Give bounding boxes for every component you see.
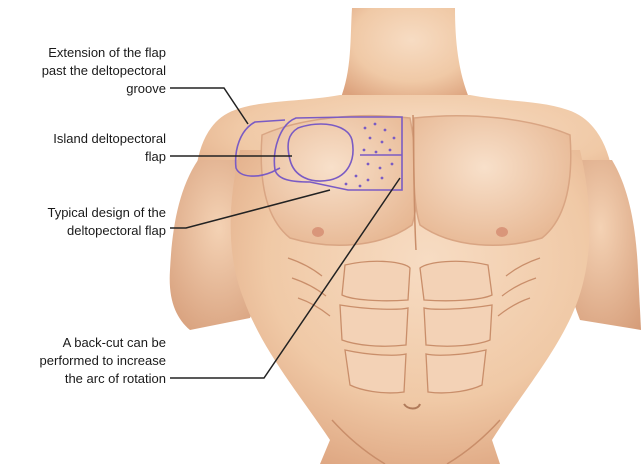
label-island: Island deltopectoral flap [53,130,166,166]
right-pectoral [414,116,571,246]
label-typical: Typical design of the deltopectoral flap [47,204,166,240]
label-island-line-2: flap [53,148,166,166]
label-backcut-line-1: A back-cut can be [40,334,166,352]
label-extension-line-2: past the deltopectoral [42,62,166,80]
label-extension-line-1: Extension of the flap [42,44,166,62]
label-island-line-1: Island deltopectoral [53,130,166,148]
label-extension-line-3: groove [42,80,166,98]
label-extension: Extension of the flap past the deltopect… [42,44,166,98]
right-nipple [496,227,508,237]
label-backcut: A back-cut can be performed to increase … [40,334,166,388]
neck [340,8,470,100]
label-backcut-line-2: performed to increase [40,352,166,370]
left-pectoral [261,116,417,246]
label-typical-line-1: Typical design of the [47,204,166,222]
left-nipple [312,227,324,237]
label-typical-line-2: deltopectoral flap [47,222,166,240]
label-backcut-line-3: the arc of rotation [40,370,166,388]
